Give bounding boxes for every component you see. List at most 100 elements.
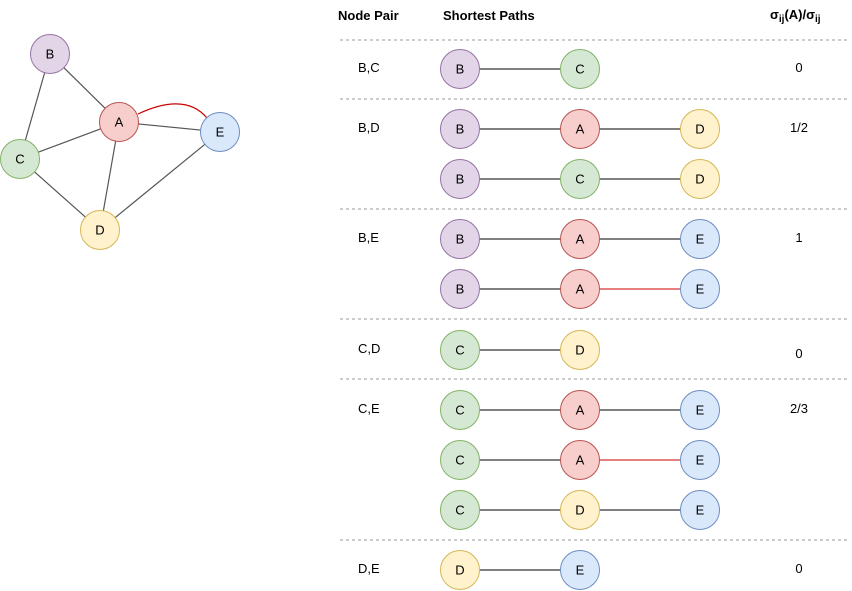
header-ratio-sub1: ij [778,14,785,25]
node-pair-label: B,E [358,230,379,245]
path-node-b: B [440,49,480,89]
graph-node-c-circle [0,139,40,179]
path-node-b: B [440,219,480,259]
ratio-value: 0 [795,561,803,576]
ratio-value: 2/3 [789,401,809,416]
path-node-c: C [560,159,600,199]
path-node-b-label: B [456,122,465,137]
graph-node-e: E [200,112,240,152]
header-shortest-paths: Shortest Paths [443,8,535,23]
path-node-c-circle [440,440,480,480]
graph-edge-a-e [138,123,201,131]
path-node-a-label: A [576,403,585,418]
path-node-c-label: C [575,62,584,77]
graph-edge-d-e [114,143,206,219]
path-node-d-circle [440,550,480,590]
path-node-b: B [440,109,480,149]
path-node-a-label: A [576,282,585,297]
path-node-d-circle [680,159,720,199]
path-node-c-circle [440,390,480,430]
graph-node-b-label: B [46,47,55,62]
path-node-a-circle [560,219,600,259]
graph-edge-b-c [24,72,46,141]
path-node-d: D [680,109,720,149]
graph-edges [24,67,208,219]
path-node-e: E [560,550,600,590]
path-node-b-circle [440,109,480,149]
path-node-e-label: E [576,563,585,578]
path-node-c: C [440,440,480,480]
path-node-a-label: A [576,122,585,137]
path-node-b-label: B [456,172,465,187]
graph-edge-c-a [38,128,101,153]
path-node-d: D [680,159,720,199]
path-node-d-circle [560,490,600,530]
path-node-a: A [560,390,600,430]
path-node-b-circle [440,49,480,89]
path-node-d-circle [560,330,600,370]
path-node-c: C [560,49,600,89]
path-node-d: D [560,490,600,530]
path-node-e-circle [560,550,600,590]
path-node-e: E [680,390,720,430]
graph-node-a-circle [99,102,139,142]
graph-node-c-label: C [15,152,24,167]
ratio-value: 0 [795,346,803,361]
table-dividers [340,39,848,541]
path-node-c: C [440,490,480,530]
path-node-a-circle [560,390,600,430]
graph-edge-b-a [63,67,106,109]
path-node-d: D [560,330,600,370]
path-node-c-circle [560,49,600,89]
path-node-b-label: B [456,282,465,297]
path-node-d-label: D [695,122,704,137]
path-node-e-circle [680,490,720,530]
path-node-e: E [680,269,720,309]
node-pair-label: C,D [358,341,381,356]
path-node-c-circle [440,490,480,530]
path-node-c: C [440,330,480,370]
path-node-c-label: C [455,453,464,468]
graph-node-d-circle [80,210,120,250]
graph-node-e-label: E [216,125,225,140]
path-node-e-label: E [696,282,705,297]
path-node-a-circle [560,440,600,480]
node-pair-label: B,C [358,60,380,75]
path-node-a-label: A [576,232,585,247]
graph-edge-a-d [102,141,117,211]
header-ratio-sigma: σ [770,7,779,22]
path-node-b-circle [440,219,480,259]
path-node-d-label: D [455,563,464,578]
path-node-d-label: D [575,343,584,358]
path-node-b-circle [440,269,480,309]
path-node-e-circle [680,390,720,430]
path-node-e-label: E [696,403,705,418]
graph-node-d-label: D [95,223,104,238]
path-node-b-circle [440,159,480,199]
path-node-c-label: C [455,503,464,518]
graph-edge-c-d [34,171,86,218]
path-node-d: D [440,550,480,590]
ratio-value: 0 [795,60,803,75]
graph-node-b: B [30,34,70,74]
node-pair-label: D,E [358,561,380,576]
path-node-a: A [560,440,600,480]
path-node-a: A [560,109,600,149]
shortest-path: C D E [440,490,720,530]
header-ratio-sub2: ij [815,14,821,25]
path-node-b: B [440,269,480,309]
header-ratio-mid: (A)/σ [784,7,816,22]
header-ratio: σij(A)/σij [770,7,821,25]
path-node-a-label: A [576,453,585,468]
path-node-e-label: E [696,232,705,247]
path-node-e-label: E [696,503,705,518]
path-node-e: E [680,219,720,259]
